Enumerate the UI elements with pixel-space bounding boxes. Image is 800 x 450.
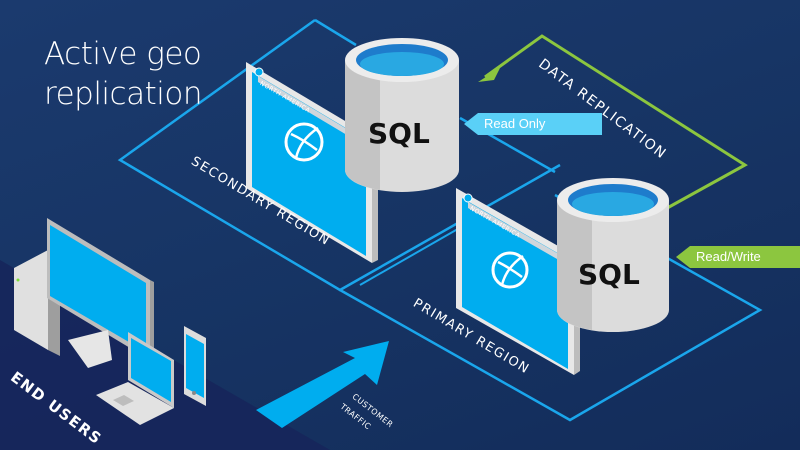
laptop-icon: [96, 332, 174, 425]
secondary-sql-database-icon: [345, 38, 459, 192]
primary-sql-database-icon: [557, 178, 669, 332]
data-replication-arrow: [484, 34, 748, 214]
title-line-2: replication: [44, 76, 202, 112]
desktop-monitor-icon: [47, 218, 154, 368]
read-only-tag: Read Only: [464, 113, 602, 135]
title-line-1: Active geo: [44, 36, 202, 72]
phone-icon: [184, 326, 206, 406]
read-write-tag: Read/Write: [676, 246, 800, 268]
replication-arrowhead-icon: [478, 68, 500, 82]
page-title: Active geo replication: [44, 34, 202, 114]
customer-traffic-arrow-icon: [256, 341, 389, 428]
secondary-region-outline: [117, 18, 561, 292]
secondary-sql-label: SQL: [368, 117, 430, 150]
region-divider-2: [359, 221, 471, 286]
primary-sql-label: SQL: [578, 258, 640, 291]
secondary-region-edge: [314, 18, 357, 47]
